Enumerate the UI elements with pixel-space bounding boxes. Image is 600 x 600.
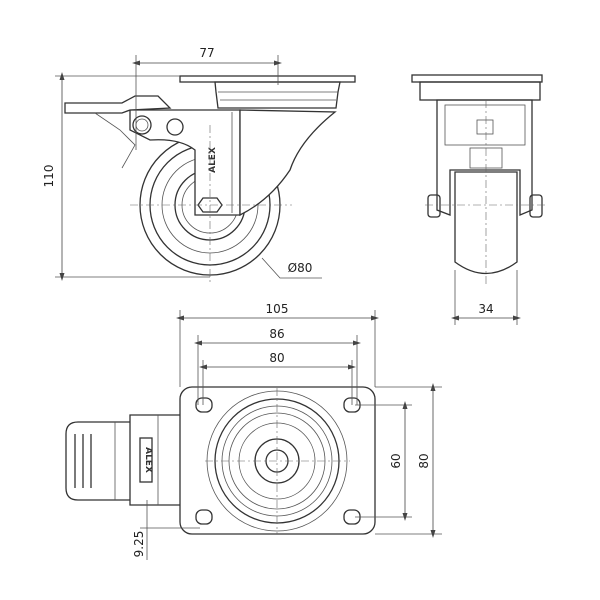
side-logo: ALEX [208, 147, 218, 173]
top-logo: ALEX [143, 447, 153, 473]
wheel-front [454, 171, 518, 275]
brake-lever [64, 95, 172, 114]
dim-60: 60 [389, 453, 403, 468]
pivot-hole [166, 118, 184, 136]
axle-nut-right [529, 194, 543, 218]
dim-9-25: 9.25 [132, 531, 146, 558]
dim-105: 105 [266, 302, 289, 316]
bearing-housing [214, 81, 341, 109]
fork [436, 99, 533, 216]
dim-34: 34 [478, 302, 493, 316]
top-view: ALEX 105 86 80 60 80 9.25 [65, 302, 442, 560]
pivot-hole [132, 115, 152, 135]
brake-pedal [65, 421, 130, 501]
dim-86: 86 [269, 327, 284, 341]
dim-110: 110 [42, 165, 56, 188]
top-plate [179, 75, 356, 83]
fork-leg [129, 109, 241, 216]
dim-diameter: Ø80 [288, 261, 313, 275]
dim-77: 77 [199, 46, 214, 60]
side-view: ALEX 77 110 Ø80 [42, 46, 356, 285]
dim-80-vertical: 80 [417, 453, 431, 468]
mounting-slot [195, 509, 213, 525]
mounting-slot [195, 397, 213, 413]
axle-nut-left [427, 194, 441, 218]
front-view: 34 [411, 74, 545, 325]
brake-housing [129, 414, 180, 506]
mounting-plate [179, 386, 376, 535]
dim-80-horizontal: 80 [269, 351, 284, 365]
fork-brace [239, 109, 337, 217]
